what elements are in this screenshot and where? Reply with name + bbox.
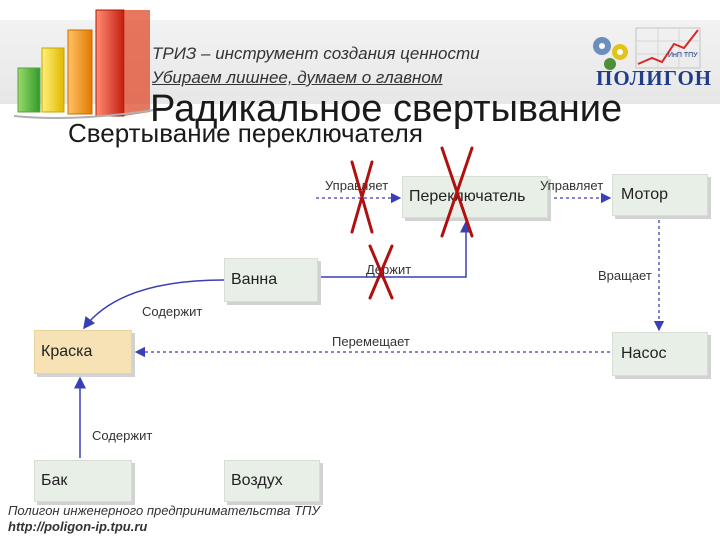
cross-icon-holds [370, 246, 392, 298]
cross-icon-controls [352, 162, 372, 232]
footer-url[interactable]: http://poligon-ip.tpu.ru [8, 519, 147, 534]
cross-icon-switch [442, 148, 472, 236]
footer-org: Полигон инженерного предпринимательства … [8, 503, 320, 518]
